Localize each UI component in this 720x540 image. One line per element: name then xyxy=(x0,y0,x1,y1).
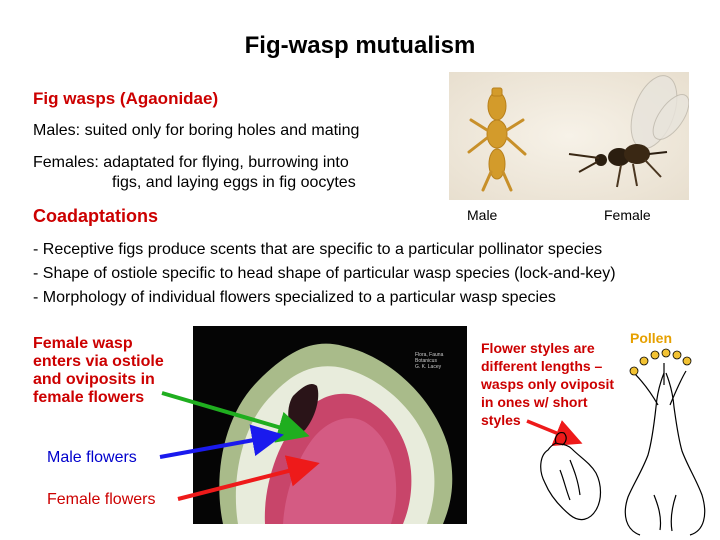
wasp-illustration xyxy=(449,72,689,200)
text-line: styles xyxy=(481,412,521,428)
text-line: in ones w/ short xyxy=(481,394,588,410)
bullet-list: - Receptive figs produce scents that are… xyxy=(33,238,616,310)
green-arrow xyxy=(161,391,310,443)
female-wasp-label: Female wasp enters via ostiole and ovipo… xyxy=(33,335,164,407)
label-line: Female wasp xyxy=(33,335,133,352)
photo-credit-line: Flora, Fauna xyxy=(415,352,444,358)
male-wasp xyxy=(467,87,527,192)
subtitle: Fig wasps (Agaonidae) xyxy=(33,89,219,108)
blue-arrow xyxy=(159,424,284,459)
females-text-line2: figs, and laying eggs in fig oocytes xyxy=(112,174,356,191)
label-line: enters via ostiole xyxy=(33,353,164,370)
text-line: wasps only oviposit xyxy=(481,376,615,392)
male-caption: Male xyxy=(467,207,498,223)
flower-styles-drawing xyxy=(540,348,706,536)
photo-credit-line: G. K. Lacey xyxy=(415,364,442,370)
text-line: Flower styles are xyxy=(481,340,595,356)
flower-outline xyxy=(540,363,706,536)
males-text: Males: suited only for boring holes and … xyxy=(33,122,360,139)
male-flowers-label: Male flowers xyxy=(47,449,137,466)
text-line: different lengths – xyxy=(481,358,603,374)
pollen-grains xyxy=(629,348,692,376)
female-flowers-label: Female flowers xyxy=(47,491,156,508)
label-line: female flowers xyxy=(33,389,145,406)
coadaptations-heading: Coadaptations xyxy=(33,206,159,226)
flower-styles-text: Flower styles are different lengths – wa… xyxy=(481,339,614,429)
pollen-label: Pollen xyxy=(630,330,673,346)
wasp-photo xyxy=(449,72,689,200)
red-arrow-styles xyxy=(526,419,583,447)
label-line: and oviposits in xyxy=(33,371,155,388)
bullet-item: - Morphology of individual flowers speci… xyxy=(33,289,556,306)
female-caption: Female xyxy=(604,207,651,223)
females-text-line1: Females: adaptated for flying, burrowing… xyxy=(33,154,349,171)
bullet-item: - Receptive figs produce scents that are… xyxy=(33,241,603,258)
female-wasp xyxy=(568,75,689,188)
slide-title: Fig-wasp mutualism xyxy=(244,32,476,59)
photo-credit-line: Botanicus xyxy=(415,358,437,364)
red-arrow-fig xyxy=(177,455,320,501)
bullet-item: - Shape of ostiole specific to head shap… xyxy=(33,265,616,282)
